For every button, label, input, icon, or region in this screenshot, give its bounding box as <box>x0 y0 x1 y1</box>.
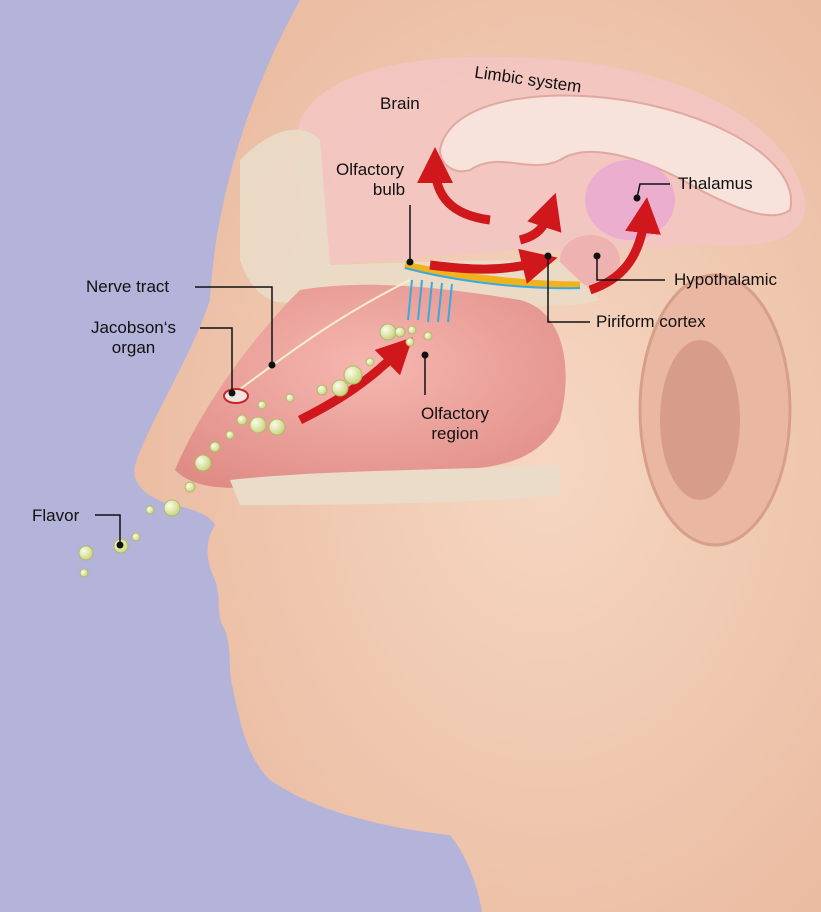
label-olfactory-region-line2: region <box>431 424 479 443</box>
flavor-bubbles <box>78 323 433 578</box>
jacobsons-organ-shape <box>223 388 249 404</box>
thalamus-shape <box>585 160 675 240</box>
label-hypothalamic: Hypothalamic <box>674 270 777 289</box>
label-olfactory-bulb-line2: bulb <box>372 180 406 199</box>
label-nerve-tract: Nerve tract <box>86 277 170 296</box>
limbic-system <box>438 94 793 217</box>
label-jacobsons-organ: Jacobson‘s organ <box>76 318 191 358</box>
label-olfactory-bulb: Olfactory bulb <box>330 160 410 200</box>
arrow-to-limbic <box>518 192 562 245</box>
palate <box>230 465 560 505</box>
skull-bone <box>240 129 600 307</box>
leader-dots <box>116 194 641 549</box>
olfactory-nerve-blue <box>404 267 581 290</box>
arrow-to-piriform <box>429 248 558 284</box>
label-jacobsons-organ-line1: Jacobson‘s <box>90 318 177 337</box>
olfactory-nerve <box>404 261 581 289</box>
label-olfactory-bulb-line1: Olfactory <box>335 160 405 179</box>
label-olfactory-region-line1: Olfactory <box>420 404 490 423</box>
leader-lines <box>95 183 670 545</box>
arrows <box>297 147 661 425</box>
nerve-tract-line <box>231 279 411 396</box>
arrow-to-olfactory-region <box>297 337 413 425</box>
arrow-to-thalamus <box>588 197 661 295</box>
ear-inner <box>660 340 740 500</box>
label-brain: Brain <box>380 94 420 113</box>
label-flavor: Flavor <box>32 506 80 525</box>
label-jacobsons-organ-line2: organ <box>111 338 156 357</box>
hypothalamus-shape <box>560 235 620 285</box>
label-piriform-cortex: Piriform cortex <box>596 312 706 331</box>
arrow-to-brain <box>417 147 491 225</box>
receptor-fibers <box>407 279 453 323</box>
label-olfactory-region: Olfactory region <box>405 404 505 444</box>
label-thalamus: Thalamus <box>678 174 753 193</box>
